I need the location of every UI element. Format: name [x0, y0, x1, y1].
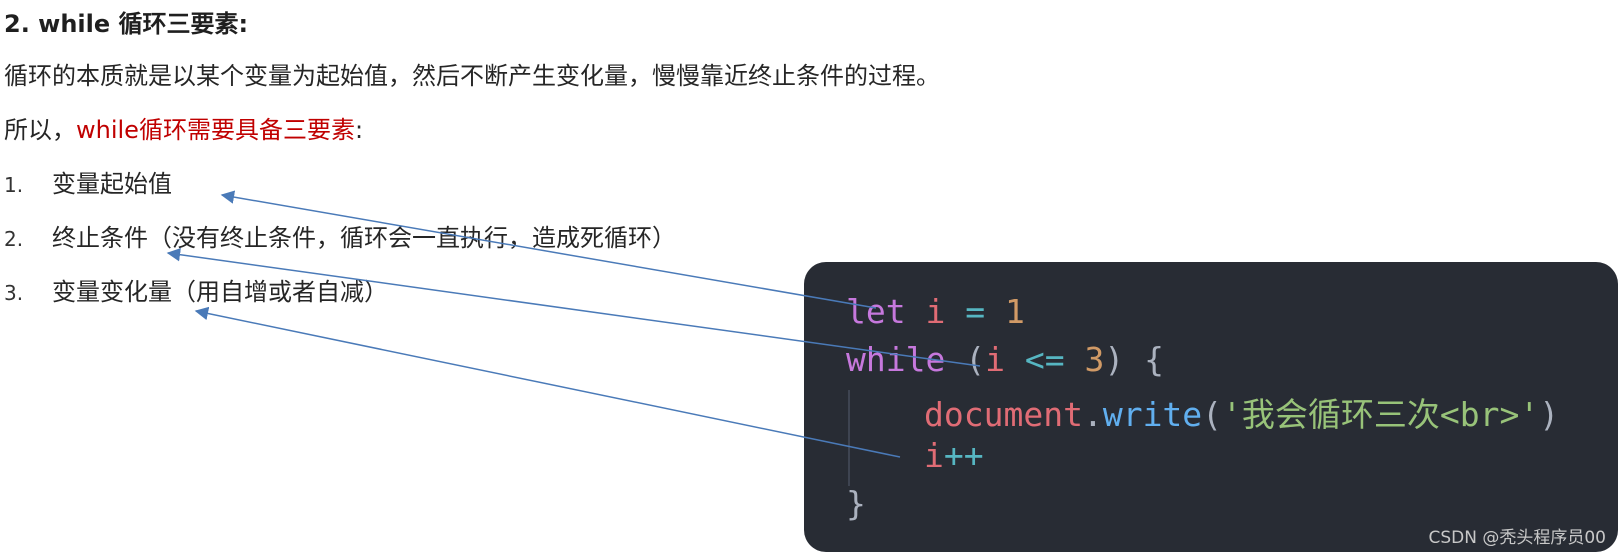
- code-number: 3: [1084, 340, 1105, 379]
- code-keyword: let: [846, 292, 906, 331]
- code-variable: i: [924, 436, 944, 475]
- code-operator: ++: [943, 436, 984, 475]
- watermark: CSDN @秃头程序员00: [1428, 528, 1606, 548]
- intro-highlight: while循环需要具备三要素: [76, 116, 355, 144]
- code-function: write: [1102, 395, 1203, 434]
- list-item-text: 变量变化量（用自增或者自减）: [52, 278, 388, 306]
- arrow-termination-condition: [166, 247, 981, 367]
- code-variable: i: [925, 292, 946, 331]
- intro-prefix: 所以，: [4, 116, 76, 144]
- arrow-variable-change: [194, 306, 901, 458]
- code-line-write: document.write('我会循环三次<br>'): [924, 388, 1559, 436]
- three-elements-intro: 所以，while循环需要具备三要素:: [4, 110, 363, 145]
- code-paren: ): [1104, 340, 1125, 379]
- indent-guide: [848, 390, 850, 486]
- code-dot: .: [1082, 395, 1103, 434]
- code-variable: i: [985, 340, 1005, 379]
- list-item-number: 3.: [4, 281, 24, 305]
- list-item-variable-change: 3. 变量变化量（用自增或者自减）: [4, 272, 388, 307]
- code-number: 1: [1004, 292, 1025, 331]
- list-item-text: 终止条件（没有终止条件，循环会一直执行，造成死循环）: [52, 224, 676, 252]
- code-paren: (: [1202, 395, 1223, 434]
- code-brace: {: [1144, 340, 1164, 379]
- code-operator: =: [965, 292, 986, 331]
- code-operator: <=: [1024, 340, 1065, 379]
- list-item-number: 2.: [4, 227, 24, 251]
- arrow-initial-value: [220, 190, 877, 309]
- code-line-while: while (i <= 3) {: [846, 340, 1164, 379]
- list-item-termination-condition: 2. 终止条件（没有终止条件，循环会一直执行，造成死循环）: [4, 218, 676, 253]
- code-string: '我会循环三次<br>': [1222, 395, 1540, 434]
- code-block: let i = 1 while (i <= 3) { document.writ…: [804, 262, 1618, 552]
- code-line-let: let i = 1: [846, 292, 1025, 331]
- code-object: document: [924, 395, 1083, 434]
- code-paren: (: [965, 340, 986, 379]
- list-item-number: 1.: [4, 173, 24, 197]
- section-heading: 2. while 循环三要素:: [4, 10, 249, 38]
- code-line-increment: i++: [924, 436, 984, 475]
- list-item-text: 变量起始值: [52, 170, 172, 198]
- intro-suffix: :: [354, 116, 364, 144]
- code-brace: }: [846, 484, 866, 523]
- loop-essence-paragraph: 循环的本质就是以某个变量为起始值，然后不断产生变化量，慢慢靠近终止条件的过程。: [4, 62, 940, 90]
- code-paren: ): [1539, 395, 1560, 434]
- code-line-close: }: [846, 484, 866, 523]
- list-item-initial-value: 1. 变量起始值: [4, 164, 172, 199]
